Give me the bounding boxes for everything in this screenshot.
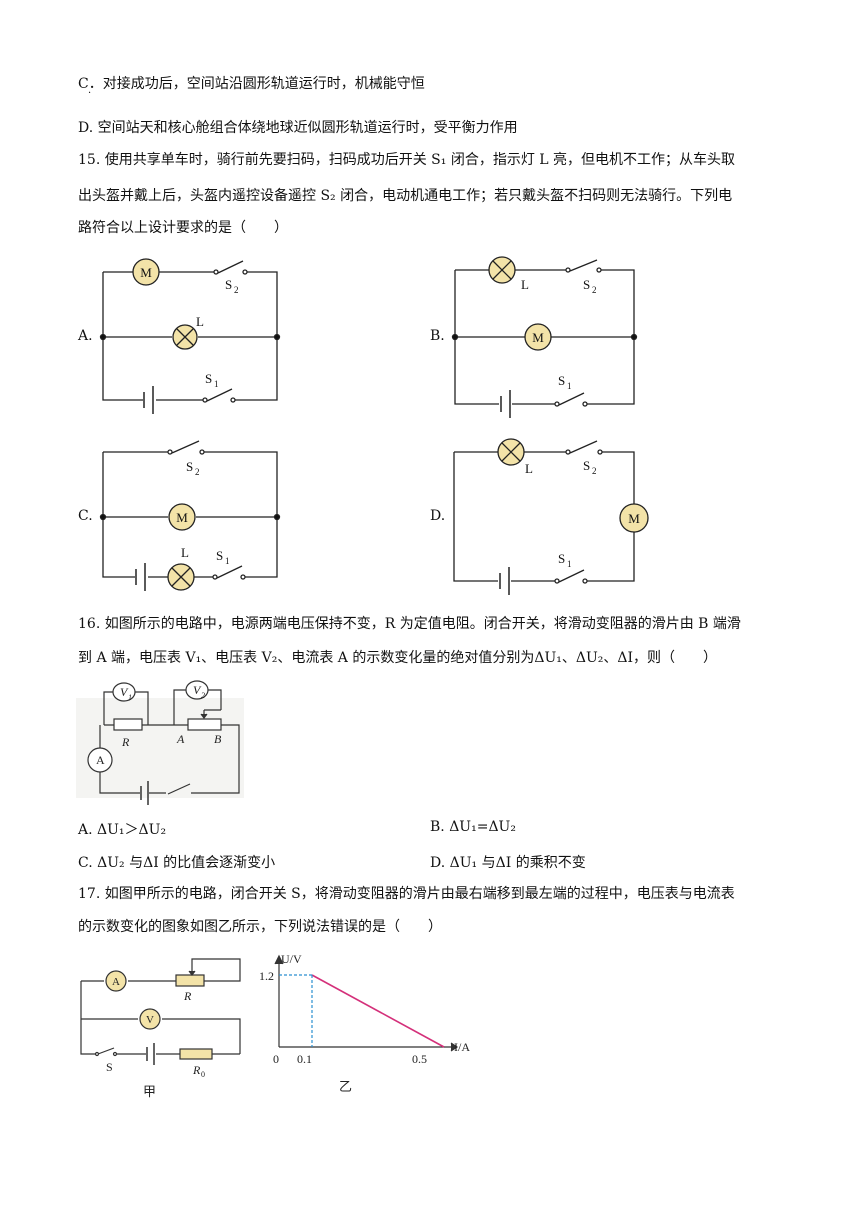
x-tick-0.5: 0.5 [412, 1052, 427, 1066]
svg-text:M: M [628, 511, 640, 526]
svg-text:2: 2 [234, 285, 239, 295]
svg-text:A: A [112, 976, 120, 988]
dot-mark: · [88, 88, 92, 99]
q15-option-b-label: B. [430, 328, 445, 344]
svg-text:S: S [558, 373, 565, 388]
q16-option-d: D. ΔU₁ 与ΔI 的乘积不变 [430, 855, 586, 871]
svg-text:1: 1 [214, 379, 219, 389]
svg-text:S: S [216, 548, 223, 563]
svg-text:L: L [196, 314, 204, 329]
svg-text:A: A [176, 732, 185, 746]
svg-text:R: R [183, 989, 192, 1003]
q15-option-c-label: C. [78, 508, 93, 524]
svg-text:S: S [205, 371, 212, 386]
q16-stem-line2: 到 A 端，电压表 V₁、电压表 V₂、电流表 A 的示数变化量的绝对值分别为Δ… [78, 650, 718, 666]
svg-text:0: 0 [201, 1070, 205, 1079]
svg-text:V: V [193, 683, 202, 697]
svg-text:2: 2 [592, 285, 597, 295]
svg-text:1: 1 [567, 381, 572, 391]
svg-text:V: V [120, 685, 129, 699]
svg-text:1: 1 [128, 693, 132, 702]
svg-text:S: S [225, 277, 232, 292]
y-tick-1.2: 1.2 [259, 969, 274, 983]
motor-label: M [140, 265, 152, 280]
svg-text:R: R [121, 735, 130, 749]
q15-stem-line2: 出头盔并戴上后，头盔内遥控设备遥控 S₂ 闭合，电动机通电工作；若只戴头盔不扫码… [78, 188, 733, 204]
origin-label: 0 [273, 1052, 279, 1066]
svg-text:S: S [583, 458, 590, 473]
graph-caption-yi: 乙 [339, 1079, 352, 1094]
svg-text:A: A [96, 753, 105, 767]
svg-text:1: 1 [567, 559, 572, 569]
svg-text:L: L [525, 461, 533, 476]
q14-option-c: C．对接成功后，空间站沿圆形轨道运行时，机械能守恒 [78, 76, 425, 92]
x-axis-label: I/A [454, 1040, 470, 1054]
u-i-line [311, 974, 445, 1048]
q17-circuit-jia: A V R S R 0 甲 [80, 958, 241, 1099]
svg-text:S: S [106, 1060, 113, 1074]
q14-option-d: D. 空间站天和核心舱组合体绕地球近似圆形轨道运行时，受平衡力作用 [78, 120, 518, 136]
svg-text:S: S [186, 459, 193, 474]
q17-stem-line2: 的示数变化的图象如图乙所示，下列说法错误的是（ ） [78, 919, 442, 935]
x-tick-0.1: 0.1 [297, 1052, 312, 1066]
q16-option-c: C. ΔU₂ 与ΔI 的比值会逐渐变小 [78, 855, 276, 871]
svg-text:2: 2 [592, 466, 597, 476]
q15-option-d-label: D. [430, 508, 446, 524]
svg-text:R: R [192, 1063, 201, 1077]
q16-stem-line1: 16. 如图所示的电路中，电源两端电压保持不变，R 为定值电阻。闭合开关，将滑动… [78, 616, 741, 632]
q16-option-b: B. ΔU₁=ΔU₂ [430, 819, 516, 835]
svg-text:B: B [214, 732, 222, 746]
q15-stem-line3: 路符合以上设计要求的是（ ） [78, 220, 288, 236]
svg-text:1: 1 [225, 556, 230, 566]
q17-stem-line1: 17. 如图甲所示的电路，闭合开关 S，将滑动变阻器的滑片由最右端移到最左端的过… [78, 886, 735, 902]
svg-text:M: M [532, 330, 544, 345]
svg-text:L: L [521, 277, 529, 292]
q15-option-a-label: A. [78, 328, 93, 344]
q15-stem-line1: 15. 使用共享单车时，骑行前先要扫码，扫码成功后开关 S₁ 闭合，指示灯 L … [78, 152, 736, 168]
svg-text:2: 2 [201, 691, 205, 700]
svg-text:甲: 甲 [143, 1084, 156, 1099]
svg-text:L: L [181, 545, 189, 560]
svg-text:S: S [558, 551, 565, 566]
svg-text:V: V [146, 1014, 154, 1026]
svg-text:S: S [583, 277, 590, 292]
q16-option-a: A. ΔU₁＞ΔU₂ [78, 822, 167, 838]
y-axis-label: U/V [281, 952, 302, 966]
q17-graph-yi: U/V I/A 1.2 0 0.1 0.5 乙 [259, 952, 470, 1094]
svg-text:M: M [176, 510, 188, 525]
svg-text:2: 2 [195, 467, 200, 477]
